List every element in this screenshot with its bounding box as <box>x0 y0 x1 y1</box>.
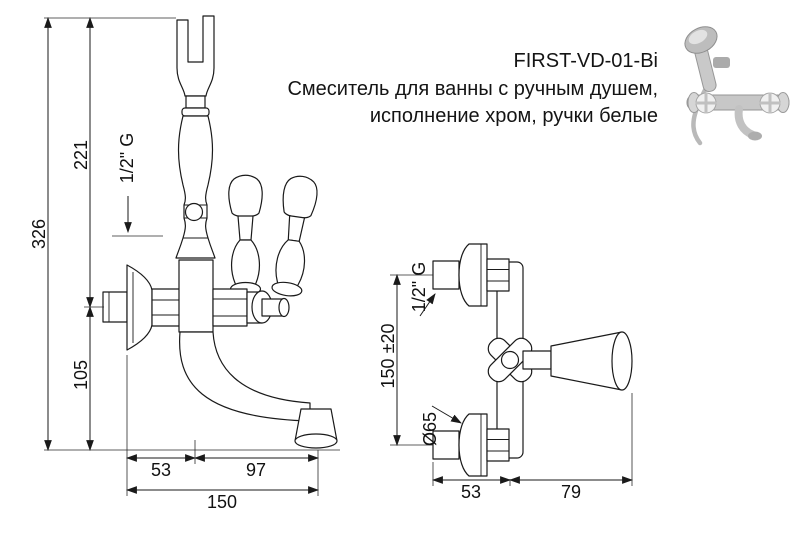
wall-connection-bottom <box>432 413 510 477</box>
lever-handle-right <box>271 175 318 297</box>
dim-connection-distance: 150 ±20 <box>378 324 398 389</box>
thread-label-side: 1/2" G <box>409 262 429 312</box>
dim-flange-diameter: Ø65 <box>420 412 440 446</box>
thread-label-front: 1/2" G <box>117 133 137 183</box>
dim-lower-height: 105 <box>71 360 91 390</box>
dim-wall-to-axis-side: 53 <box>461 482 481 502</box>
handle-side <box>522 331 633 391</box>
cross-handle-left <box>695 92 717 114</box>
diverter-knob <box>184 202 204 222</box>
front-view: 326 221 105 1/2" G 53 97 150 <box>29 15 340 512</box>
product-code: FIRST-VD-01-Bi <box>513 50 658 72</box>
spout-front <box>178 331 338 449</box>
side-view: 150 ±20 1/2" G Ø65 53 79 <box>378 243 634 502</box>
wall-connection-top <box>432 243 510 307</box>
title-block: FIRST-VD-01-Bi Смеситель для ванны с руч… <box>287 48 658 131</box>
product-photo <box>684 26 790 146</box>
dim-total-height: 326 <box>29 219 49 249</box>
dim-axis-to-handle: 79 <box>561 482 581 502</box>
cross-handle-right <box>759 92 781 114</box>
spout-photo <box>734 105 757 139</box>
lever-handle-left <box>228 174 263 297</box>
mixer-body-front <box>102 259 290 351</box>
dim-wall-to-axis: 53 <box>151 460 171 480</box>
dim-total-width: 150 <box>207 492 237 512</box>
product-description-line2: исполнение хром, ручки белые <box>369 105 658 127</box>
dim-upper-height: 221 <box>71 140 91 170</box>
shower-bracket <box>713 57 730 68</box>
shower-column <box>175 15 216 259</box>
cross-piece <box>487 337 533 383</box>
product-description-line1: Смеситель для ванны с ручным душем, <box>287 77 658 100</box>
dim-axis-to-spout: 97 <box>246 460 266 480</box>
